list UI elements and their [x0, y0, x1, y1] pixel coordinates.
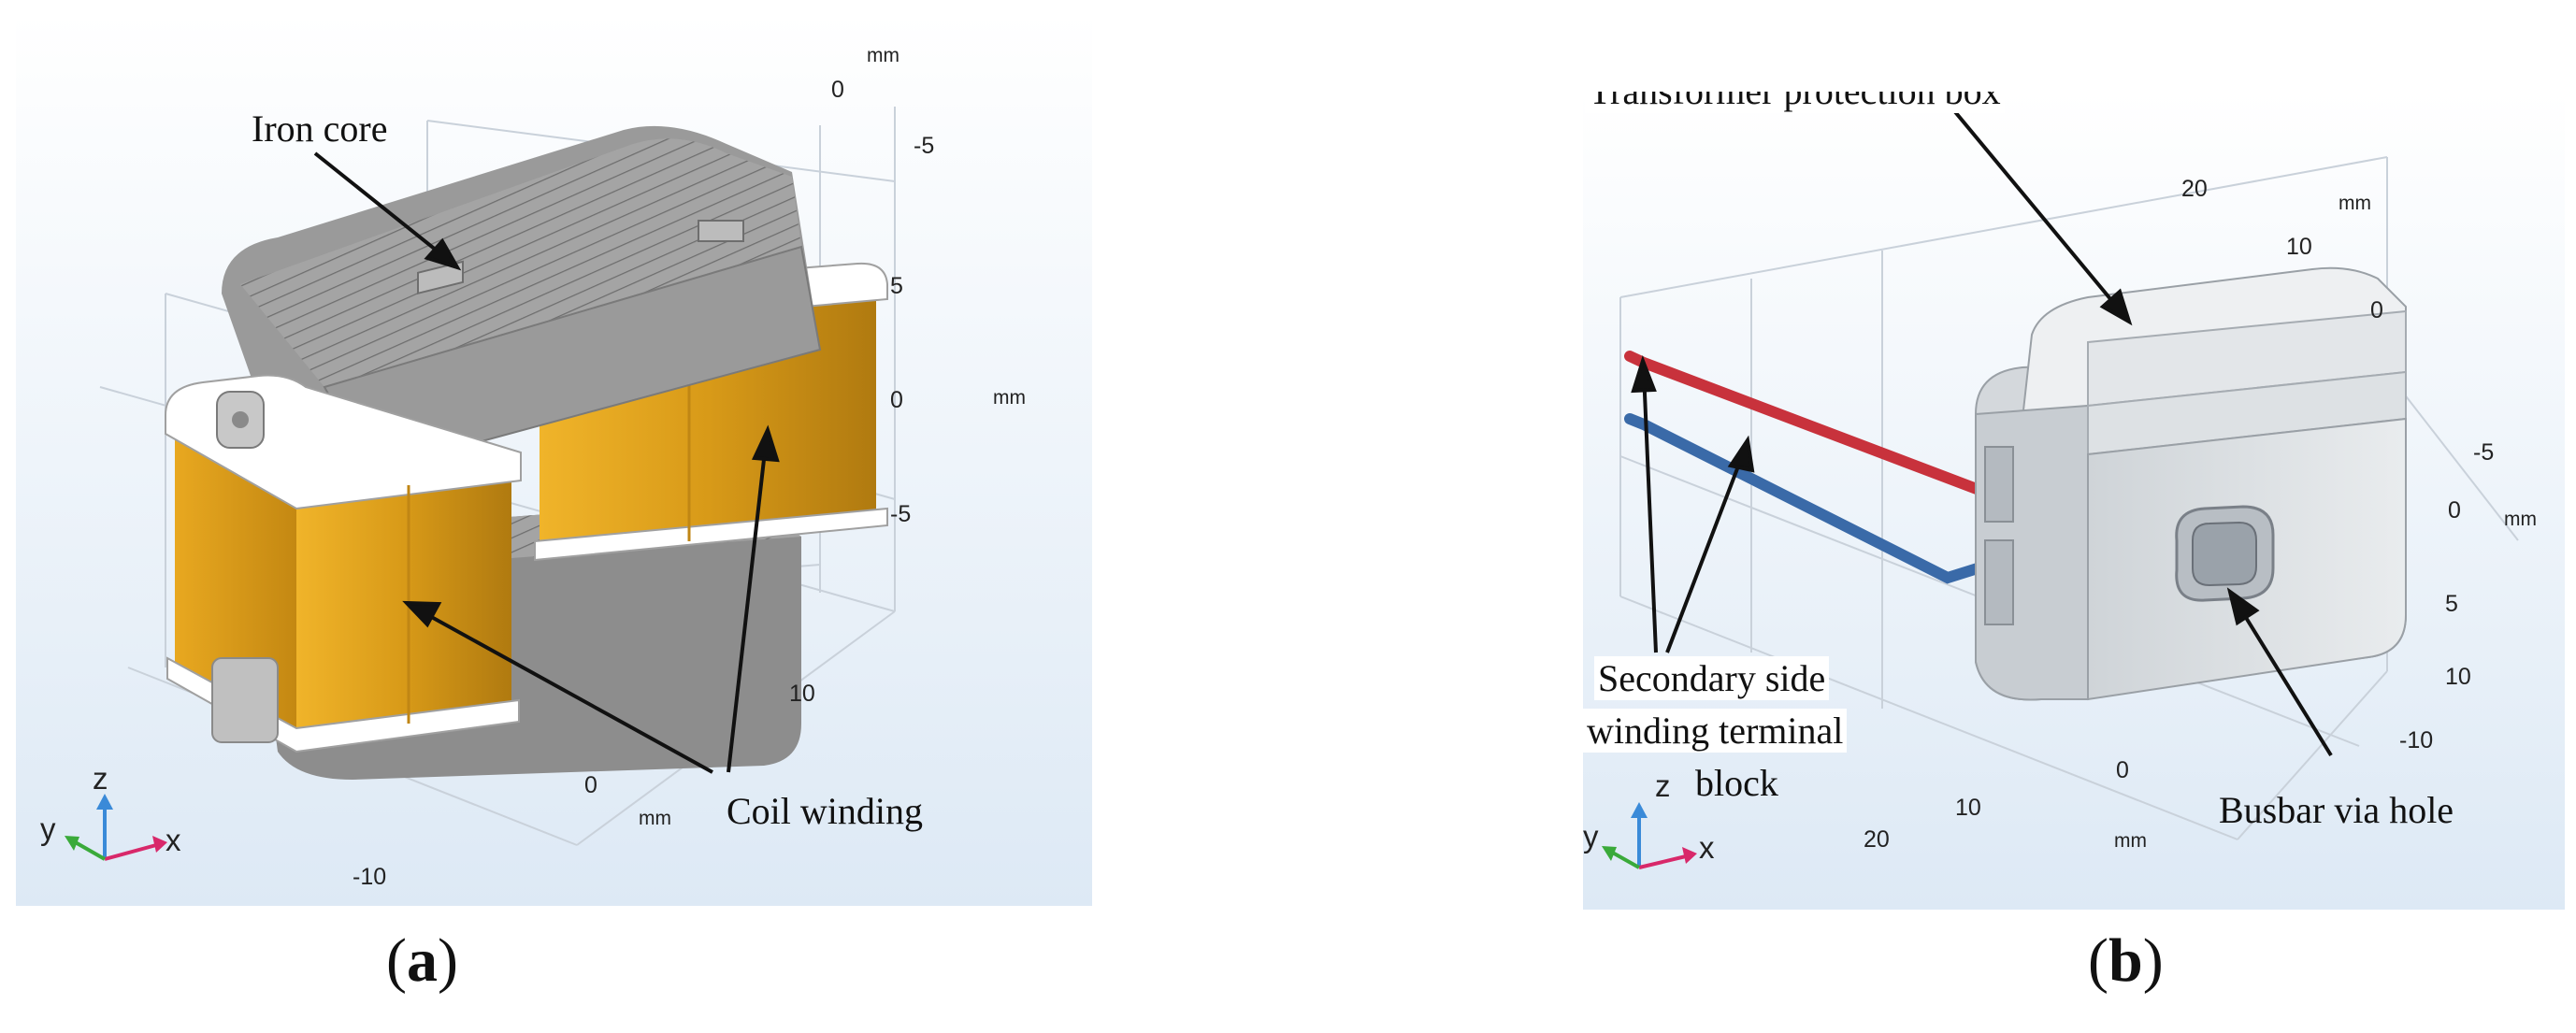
triad-x-b: x — [1699, 830, 1715, 865]
triad-z-a: z — [93, 761, 108, 796]
panel-b-label: (b) — [2088, 926, 2164, 995]
panel-b-arrows — [1631, 92, 2333, 757]
tick-right-a-3: 0 — [890, 387, 903, 413]
panel-b-scene — [1583, 92, 2565, 910]
busbar-hole-label: Busbar via hole — [2219, 789, 2454, 831]
tick-bottom-a-2: -10 — [353, 864, 387, 890]
terminal-label-line1: Secondary side — [1594, 656, 1830, 700]
tick-bottom-a-0: 10 — [789, 681, 815, 707]
axis-triad-b — [1602, 802, 1697, 869]
axis-triad-a — [65, 794, 167, 861]
protection-box-label: Transformer protection box — [1585, 92, 2005, 113]
iron-core-label: Iron core — [252, 108, 388, 150]
unit-top-a: mm — [867, 45, 899, 66]
triad-y-b: y — [1583, 819, 1599, 854]
iron-core-top — [222, 125, 822, 474]
tick-right-b-5: 5 — [2445, 591, 2458, 617]
tick-right-b-6: 10 — [2445, 664, 2471, 690]
unit-right-a: mm — [993, 387, 1026, 409]
terminal-label-line3: block — [1695, 762, 1778, 804]
panel-a-viewport: Iron core Coil winding mm 0 -5 5 0 mm -5… — [16, 13, 1092, 906]
tick-right-b-1: 10 — [2286, 234, 2312, 260]
tick-right-b-2: 0 — [2370, 297, 2383, 323]
triad-z-b: z — [1655, 768, 1671, 803]
tick-right-b-4: 0 — [2448, 497, 2461, 524]
triad-y-a: y — [40, 811, 56, 846]
tick-right-a-0: 0 — [831, 77, 844, 103]
triad-x-a: x — [165, 823, 181, 857]
panel-b-grid — [1619, 156, 2519, 840]
unit-top-b: mm — [2339, 193, 2371, 214]
panel-a-label: (a) — [386, 926, 458, 995]
tick-right-a-4: -5 — [890, 501, 912, 527]
unit-bottom-a: mm — [639, 808, 671, 829]
core-clamp — [211, 657, 279, 743]
unit-bottom-b: mm — [2114, 830, 2147, 852]
panel-b-viewport: Transformer protection box Secondary sid… — [1583, 92, 2565, 910]
tick-right-a-2: 5 — [890, 273, 903, 299]
panel-a-arrows — [313, 151, 780, 774]
tick-right-a-1: -5 — [914, 133, 935, 159]
tick-bottom-b-0: 0 — [2116, 757, 2129, 783]
tick-bottom-a-1: 0 — [584, 772, 597, 798]
tick-bottom-b-2: 20 — [1864, 826, 1890, 853]
tick-right-b-7: -10 — [2399, 727, 2434, 753]
unit-right-b: mm — [2504, 509, 2537, 530]
terminal-label-line2: winding terminal — [1583, 709, 1848, 753]
tick-bottom-b-1: 10 — [1955, 795, 1981, 821]
panel-a-scene — [16, 13, 1092, 906]
coil-winding-label: Coil winding — [727, 790, 924, 832]
tick-right-b-3: -5 — [2473, 439, 2495, 466]
transformer-protection-box — [1975, 266, 2407, 701]
tick-right-b-0: 20 — [2181, 176, 2208, 202]
